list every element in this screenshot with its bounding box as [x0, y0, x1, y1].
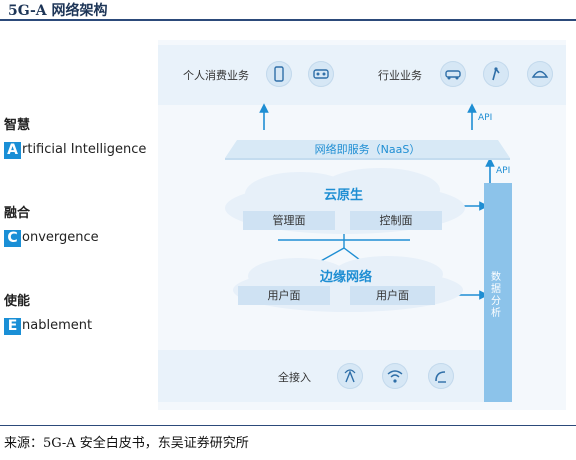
- consumer-services-label: 个人消费业务: [183, 69, 249, 82]
- label-ai-letter: A: [4, 142, 21, 159]
- wifi-icon: [382, 363, 408, 389]
- satellite-dish-icon: [337, 363, 363, 389]
- label-convergence-rest: onvergence: [22, 230, 99, 245]
- access-label: 全接入: [278, 371, 311, 384]
- data-analysis-column: [484, 183, 512, 402]
- label-enablement-rest: nablement: [22, 318, 93, 333]
- source-note: 来源：5G-A 安全白皮书，东吴证券研究所: [4, 436, 249, 451]
- phone-icon: [266, 61, 292, 87]
- page-title: 5G-A 网络架构: [8, 3, 108, 19]
- industry-services-label: 行业业务: [378, 69, 422, 82]
- label-convergence-letter: C: [4, 230, 21, 247]
- data-analysis-label: 数据分析: [491, 272, 501, 319]
- bottom-rule: [0, 425, 576, 426]
- top-rule: [0, 19, 576, 21]
- management-plane-box: 管理面: [243, 211, 335, 230]
- car-icon: [440, 61, 466, 87]
- cloud-native-title: 云原生: [324, 188, 364, 203]
- label-enablement-letter: E: [4, 318, 21, 335]
- helmet-icon: [527, 61, 553, 87]
- label-convergence-cn: 融合: [4, 206, 31, 221]
- control-plane-box: 控制面: [350, 211, 442, 230]
- antenna-icon: [428, 363, 454, 389]
- label-ai-rest: rtificial Intelligence: [22, 142, 147, 157]
- robot-icon: [483, 61, 509, 87]
- label-enablement-cn: 使能: [4, 294, 31, 309]
- user-plane-box-1: 用户面: [238, 286, 330, 305]
- api-label-lower: API: [496, 166, 511, 176]
- naas-label: 网络即服务（NaaS）: [314, 143, 421, 156]
- user-plane-box-2: 用户面: [350, 286, 435, 305]
- naas-slab: [225, 140, 510, 160]
- vr-icon: [308, 61, 334, 87]
- label-ai-cn: 智慧: [4, 118, 31, 133]
- api-label-upper: API: [478, 113, 493, 123]
- edge-network-title: 边缘网络: [320, 270, 373, 285]
